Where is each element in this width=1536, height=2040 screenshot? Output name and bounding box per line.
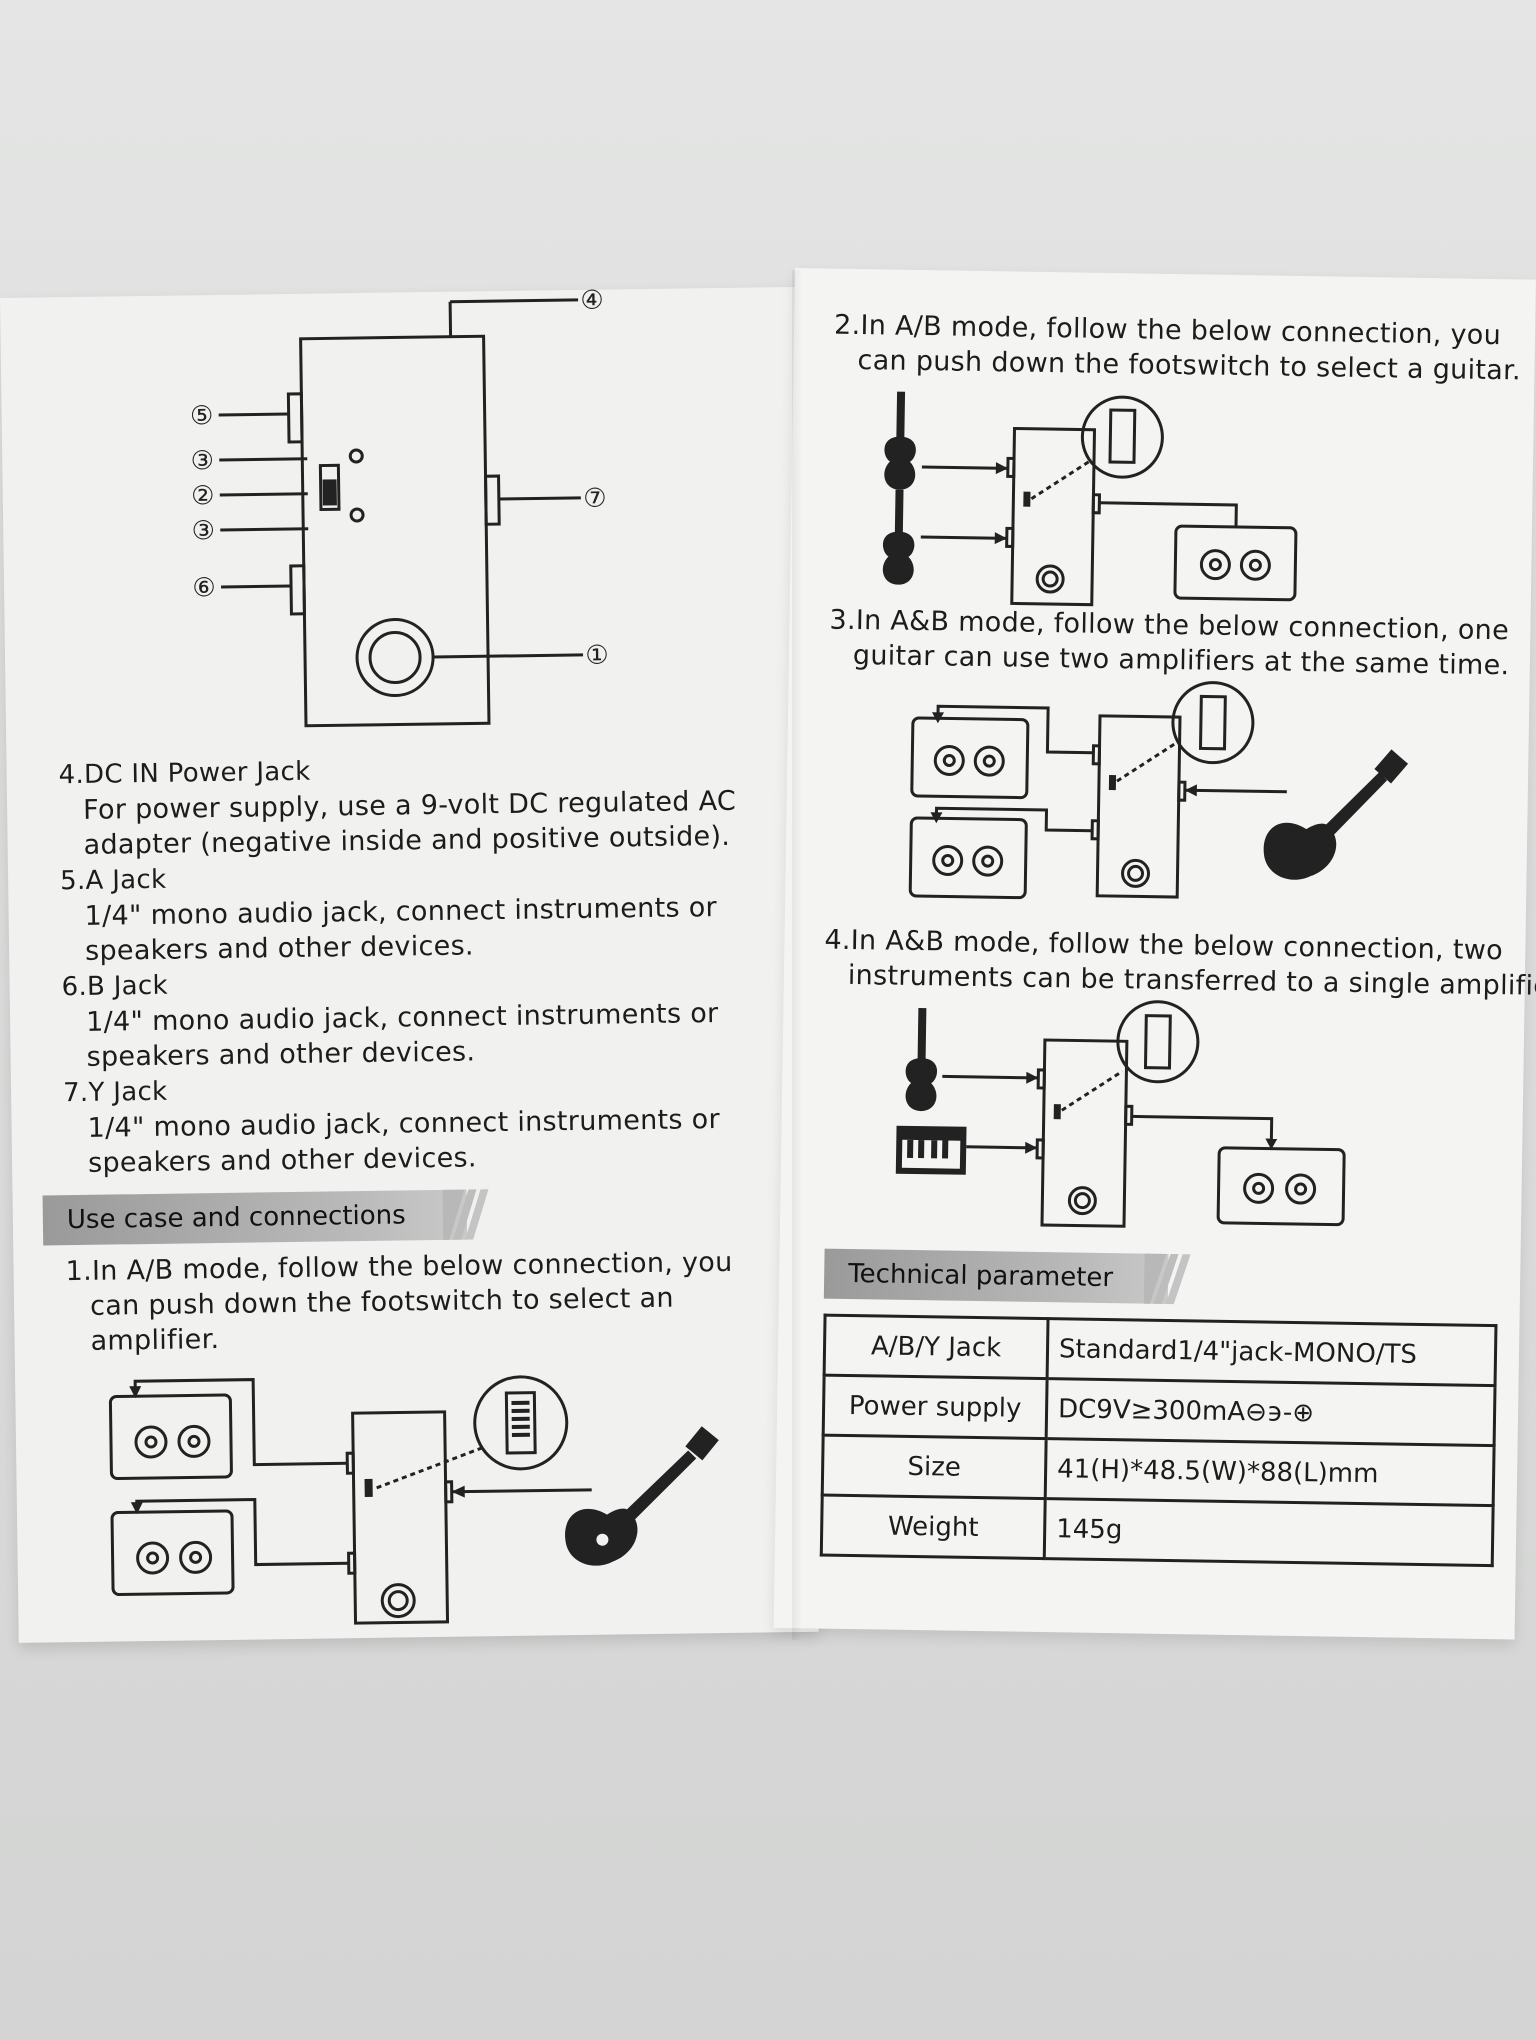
spec-label: A/B/Y Jack [824,1315,1049,1379]
y-jack [484,474,501,526]
spec-row: Weight 145g [821,1495,1494,1566]
spec-row: A/B/Y Jack Standard1/4"jack-MONO/TS [824,1315,1496,1386]
keyboard-icon [895,1125,967,1175]
label-4: ④ [580,286,604,316]
a-jack [286,392,304,444]
item7-line1: 1/4" mono audio jack, connect instrument… [87,1104,721,1144]
pedal-layout-diagram: ④ ⑤ ③ ② ③ ⑥ ⑦ ① [190,286,609,728]
band-stripes-icon [1143,1253,1191,1305]
item5-line1: 1/4" mono audio jack, connect instrument… [84,892,718,932]
label-7: ⑦ [583,484,607,514]
footswitch-zoom [473,1375,569,1471]
guitar-icon [905,1008,937,1112]
b-jack [289,564,306,616]
item5-line2: speakers and other devices. [84,930,475,967]
label-2: ② [191,481,215,511]
spec-table: A/B/Y Jack Standard1/4"jack-MONO/TS Powe… [820,1314,1498,1568]
section-band-technical: Technical parameter [823,1248,1169,1304]
connection-diagram-1 [108,1375,719,1625]
connection-diagram-4 [895,1000,1346,1228]
spec-row: Power supply DC9V≥300mA⊖϶-⊕ [823,1375,1496,1446]
section-title-use-case: Use case and connections [66,1200,406,1236]
mini-pedal [1040,1038,1129,1228]
label-5: ⑤ [190,401,214,431]
mini-pedal [1010,426,1097,607]
amp-icon [1216,1146,1346,1227]
guitar-icon [882,391,916,585]
label-1: ① [585,641,609,671]
right-page-content: 2.In A/B mode, follow the below connecti… [774,268,1536,1639]
label-3b: ③ [191,516,215,546]
spec-value: 41(H)*48.5(W)*88(L)mm [1045,1438,1495,1506]
item6-title: 6.B Jack [61,970,169,1003]
band-stripes-icon [442,1189,489,1240]
footswitch-zoom [1171,681,1255,765]
spec-label: Power supply [823,1375,1048,1439]
amp-icon [1173,524,1298,602]
amp-icon [910,716,1030,800]
item5-title: 5.A Jack [59,864,167,897]
item7-line2: speakers and other devices. [87,1142,478,1179]
step1-line2: can push down the footswitch to select a… [89,1282,675,1322]
electric-guitar-icon [1263,749,1409,880]
spec-label: Size [822,1435,1047,1499]
spec-row: Size 41(H)*48.5(W)*88(L)mm [822,1435,1495,1506]
page-fold [792,270,802,1640]
amp-icon [110,1509,235,1596]
item7-title: 7.Y Jack [62,1076,168,1109]
label-6: ⑥ [192,573,216,603]
connection-diagram-2 [882,391,1298,607]
electric-guitar-icon [565,1426,719,1566]
amp-icon [908,816,1028,900]
spec-value: Standard1/4"jack-MONO/TS [1047,1318,1496,1386]
item6-line2: speakers and other devices. [86,1036,476,1073]
spec-value: DC9V≥300mA⊖϶-⊕ [1046,1378,1496,1446]
pedal-body [299,334,491,728]
section-band-use-case: Use case and connections [42,1189,468,1246]
section-title-technical: Technical parameter [847,1258,1114,1294]
connection-diagram-3 [908,681,1409,900]
label-3a: ③ [190,446,214,476]
item4-title: 4.DC IN Power Jack [58,756,311,791]
item6-line1: 1/4" mono audio jack, connect instrument… [85,998,719,1038]
left-page-content: ④ ⑤ ③ ② ③ ⑥ ⑦ ① 4.DC IN Power Jack For p… [0,286,819,1643]
spec-value: 145g [1044,1498,1494,1566]
footswitch-zoom [1080,395,1164,479]
footswitch-zoom [1116,1000,1200,1084]
mini-pedal [1095,714,1182,899]
amp-icon [108,1393,233,1480]
step1-line3: amplifier. [90,1324,220,1357]
mini-pedal [351,1410,450,1625]
spec-label: Weight [821,1495,1046,1559]
